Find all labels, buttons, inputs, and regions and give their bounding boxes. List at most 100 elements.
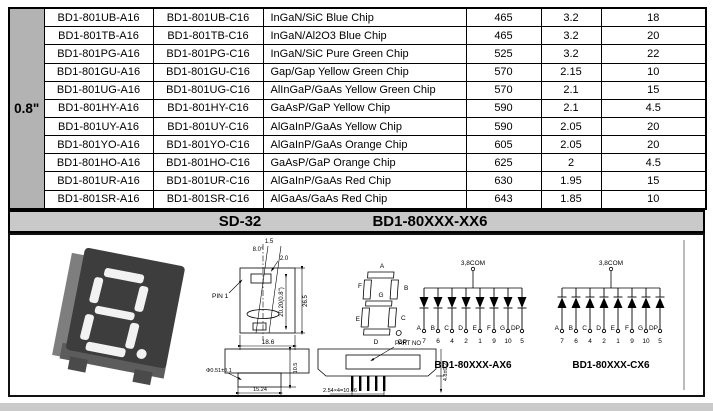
- seg-letter: C: [444, 325, 449, 332]
- table-row: BD1-801SR-A16 BD1-801SR-C16 AlGaAs/GaAs …: [9, 189, 707, 210]
- seg-letter: A: [417, 325, 422, 332]
- back-view-drawing: PART NO 2.54×4=10.16 4.8±0.2: [317, 341, 449, 397]
- pin-number: 4: [588, 338, 592, 345]
- pin-number: 1: [478, 338, 482, 345]
- intensity-value: 20: [600, 135, 707, 155]
- dim-side-height-label: 10.5: [293, 363, 299, 374]
- forward-voltage-value: 1.95: [540, 171, 602, 191]
- intensity-value: 22: [600, 44, 707, 64]
- pin-number: 10: [504, 338, 512, 345]
- seg-letter: B: [431, 325, 435, 332]
- dim-width-label: 18.6: [262, 339, 275, 346]
- dim-pin-pitch-label: 2.54×4=10.16: [323, 388, 357, 394]
- part-number-anode: BD1-801GU-A16: [43, 62, 154, 82]
- pin-number: 1: [616, 338, 620, 345]
- seven-segment-display-photo: [52, 247, 185, 386]
- dim-row-pitch-label: 15.24: [253, 387, 267, 393]
- part-number-cathode: BD1-801UR-C16: [152, 171, 264, 191]
- seg-e-label: E: [356, 316, 361, 323]
- pin-number: 6: [574, 338, 578, 345]
- intensity-value: 10: [600, 189, 707, 210]
- pin-number: 6: [436, 338, 440, 345]
- dim-angle-label: 8.0°: [253, 247, 264, 253]
- forward-voltage-value: 2.1: [540, 80, 602, 100]
- chip-material: AlGaInP/GaAs Red Chip: [262, 171, 467, 191]
- dim-seg-width-label: 2.0: [280, 256, 289, 262]
- pin-number: 5: [520, 338, 524, 345]
- table-row: BD1-801YO-A16 BD1-801YO-C16 AlGaInP/GaAs…: [9, 135, 707, 155]
- dim-pin-length-label: 4.8±0.2: [443, 363, 449, 381]
- seg-g-label: G: [378, 292, 383, 299]
- part-number-anode: BD1-801HO-A16: [43, 153, 154, 173]
- dim-pin-dia-label: Φ0.51±0.1: [206, 368, 232, 374]
- pin-number: 9: [630, 338, 634, 345]
- chip-material: Gap/Gap Yellow Green Chip: [262, 62, 467, 82]
- seg-letter: DP: [511, 325, 520, 332]
- circuit-common-cathode: 3,8COM A B C D E F G DP 7 6 4 2 1 9: [555, 260, 665, 371]
- pin-number: 10: [642, 338, 650, 345]
- wavelength-value: 465: [465, 7, 542, 28]
- intensity-value: 4.5: [600, 153, 707, 173]
- intensity-value: 18: [600, 7, 707, 28]
- wavelength-value: 465: [465, 26, 542, 46]
- part-number-cathode: BD1-801YO-C16: [152, 135, 264, 155]
- part-number-cathode: BD1-801PG-C16: [152, 44, 264, 64]
- part-number-anode: BD1-801YO-A16: [43, 135, 154, 155]
- seg-letter: C: [582, 325, 587, 332]
- chip-material: InGaN/SiC Pure Green Chip: [262, 44, 467, 64]
- table-row: BD1-801TB-A16 BD1-801TB-C16 InGaN/Al2O3 …: [9, 26, 707, 46]
- intensity-value: 10: [600, 62, 707, 82]
- circuit-common-anode: 3,8COM A B C D E F G DP 7 6 4 2 1 9: [417, 260, 527, 371]
- seg-letter: DP: [649, 325, 658, 332]
- pin-number: 9: [492, 338, 496, 345]
- chip-material: AlInGaP/GaAs Yellow Green Chip: [262, 80, 467, 100]
- part-number-cathode: BD1-801UB-C16: [152, 7, 264, 28]
- wavelength-value: 630: [465, 171, 542, 191]
- table-row: BD1-801UG-A16 BD1-801UG-C16 AlInGaP/GaAs…: [9, 80, 707, 100]
- table-row: BD1-801HO-A16 BD1-801HO-C16 GaAsP/GaP Or…: [9, 153, 707, 173]
- table-row: BD1-801PG-A16 BD1-801PG-C16 InGaN/SiC Pu…: [9, 44, 707, 64]
- pin1-label: PIN 1: [212, 293, 229, 300]
- drawing-canvas: 1.5 8.0° 2.0 PIN 1 18.6 20.20(0.8") 26.5: [52, 239, 685, 397]
- pin-number: 2: [602, 338, 606, 345]
- part-number-cathode: BD1-801SR-C16: [152, 189, 264, 210]
- seg-letter: E: [473, 325, 478, 332]
- seg-letter: F: [487, 325, 491, 332]
- segment-diagram: A F G B E C D DP: [356, 263, 409, 346]
- seg-letter: A: [555, 325, 560, 332]
- common-pin-label: 3,8COM: [461, 260, 485, 267]
- part-number-anode: BD1-801SR-A16: [43, 189, 154, 210]
- pin-number: 5: [658, 338, 662, 345]
- seg-letter: F: [625, 325, 629, 332]
- wavelength-value: 525: [465, 44, 542, 64]
- chip-material: AlGaInP/GaAs Orange Chip: [262, 135, 467, 155]
- table-row: BD1-801UR-A16 BD1-801UR-C16 AlGaInP/GaAs…: [9, 171, 707, 191]
- part-number-anode: BD1-801UB-A16: [43, 7, 154, 28]
- forward-voltage-value: 2: [540, 153, 602, 173]
- part-number-anode: BD1-801UR-A16: [43, 171, 154, 191]
- chip-material: InGaN/SiC Blue Chip: [262, 7, 467, 28]
- seg-letter: D: [458, 325, 463, 332]
- part-number-cathode: BD1-801GU-C16: [152, 62, 264, 82]
- seg-a-label: A: [380, 263, 385, 270]
- digit-size-label: 0.8": [8, 7, 45, 210]
- wavelength-value: 605: [465, 135, 542, 155]
- circuit-caption-ax6: BD1-80XXX-AX6: [434, 360, 512, 371]
- model-code: BD1-80XXX-XX6: [372, 213, 488, 230]
- seg-letter: E: [611, 325, 616, 332]
- wavelength-value: 625: [465, 153, 542, 173]
- forward-voltage-value: 1.85: [540, 189, 602, 210]
- forward-voltage-value: 3.2: [540, 7, 602, 28]
- forward-voltage-value: 2.05: [540, 135, 602, 155]
- chip-material: InGaN/Al2O3 Blue Chip: [262, 26, 467, 46]
- part-number-anode: BD1-801HY-A16: [43, 98, 154, 119]
- part-number-cathode: BD1-801HY-C16: [152, 98, 264, 119]
- forward-voltage-value: 2.05: [540, 117, 602, 137]
- front-view-drawing: 1.5 8.0° 2.0 PIN 1 18.6 20.20(0.8") 26.5: [212, 239, 309, 350]
- intensity-value: 4.5: [600, 98, 707, 119]
- forward-voltage-value: 2.1: [540, 98, 602, 119]
- table-row: BD1-801HY-A16 BD1-801HY-C16 GaAsP/GaP Ye…: [9, 98, 707, 119]
- wavelength-value: 570: [465, 62, 542, 82]
- part-no-label: PART NO: [395, 341, 421, 347]
- forward-voltage-value: 3.2: [540, 44, 602, 64]
